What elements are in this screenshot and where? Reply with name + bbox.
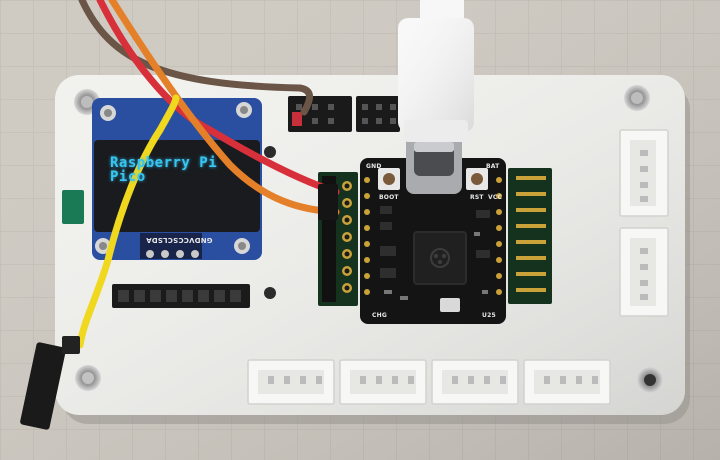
wire-yellow: [76, 126, 164, 349]
label-vcc: VCC: [488, 194, 503, 201]
oled-line-1: Raspberry Pi: [110, 155, 218, 171]
usb-cable-plug: [398, 0, 474, 142]
wire-red: [96, 0, 340, 196]
oled-pin-label: GNDVCCSCLSDA: [146, 236, 213, 244]
oled-line-2: Pico: [110, 169, 146, 185]
right-jst-connectors: [619, 129, 669, 317]
label-boot: BOOT: [379, 194, 399, 201]
wire-brown: [78, 0, 313, 116]
label-gnd: GND: [366, 163, 382, 170]
bottom-left-header: [112, 284, 250, 308]
label-rst: RST: [470, 194, 484, 201]
bottom-jst-connectors: [247, 359, 611, 405]
jumper-wires: [76, 0, 340, 349]
label-bat: BAT: [486, 163, 500, 170]
label-u25: U25: [482, 312, 496, 319]
green-tab: [62, 190, 84, 224]
mcu-board: [360, 158, 506, 324]
right-pin-header: [508, 168, 552, 304]
jumper-head: [20, 336, 80, 430]
wire-orange: [108, 0, 340, 216]
raspberry-chip-icon: [430, 248, 450, 268]
label-chg: CHG: [372, 312, 387, 319]
jumper-head-red-orange: [318, 184, 338, 220]
usb-c-connector-icon: [406, 132, 462, 194]
